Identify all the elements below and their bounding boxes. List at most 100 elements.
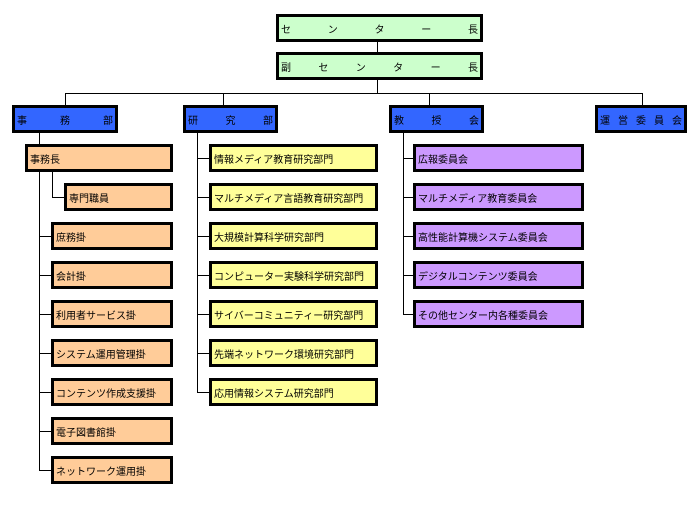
label-char: ン [327, 24, 338, 36]
label-char: 務 [60, 115, 70, 127]
committee-label: 広報委員会 [418, 154, 468, 166]
research-division-label: 研究部 [188, 112, 273, 127]
deputy-director-box: 副センター長 [276, 52, 483, 80]
office-section-box: 電子図書館掛 [51, 417, 173, 445]
connector-line [39, 314, 52, 315]
connector-line [403, 197, 413, 198]
label-char: セ [318, 62, 329, 74]
committee-box: その他センター内各種委員会 [413, 300, 584, 328]
label-char: 長 [468, 24, 478, 36]
office-section-box: コンテンツ作成支援掛 [51, 378, 173, 406]
research-department-box: 大規模計算科学研究部門 [209, 222, 378, 250]
label-char: ン [355, 62, 366, 74]
research-department-box: 情報メディア教育研究部門 [209, 144, 378, 172]
connector-line [403, 132, 404, 314]
connector-line [197, 275, 209, 276]
connector-line [39, 236, 52, 237]
office-division-box: 事務部 [12, 105, 118, 133]
label-char: 営 [618, 115, 628, 127]
office-section-box: ネットワーク運用掛 [51, 456, 173, 484]
label-char: 運 [600, 115, 610, 127]
research-department-label: 情報メディア教育研究部門 [214, 154, 334, 166]
steering-committee-label: 運営委員会 [600, 112, 682, 127]
label-char: 委 [636, 115, 646, 127]
office-specialist-label: 専門職員 [69, 193, 109, 205]
label-char: ー [430, 62, 441, 74]
label-char: ー [421, 24, 432, 36]
connector-line [403, 158, 413, 159]
committee-box: 高性能計算機システム委員会 [413, 222, 584, 250]
committee-box: 広報委員会 [413, 144, 584, 172]
deputy-director-label: 副センター長 [281, 59, 478, 74]
label-char: 研 [188, 115, 198, 127]
research-department-box: コンピューター実験科学研究部門 [209, 261, 378, 289]
committee-label: 高性能計算機システム委員会 [418, 232, 548, 244]
faculty-meeting-label: 教授会 [394, 112, 479, 127]
connector-line [429, 93, 430, 106]
label-char: セ [281, 24, 291, 36]
office-section-box: 庶務掛 [51, 222, 173, 250]
connector-line [197, 158, 209, 159]
office-division-label: 事務部 [17, 112, 113, 127]
research-department-box: 先端ネットワーク環境研究部門 [209, 339, 378, 367]
connector-line [52, 197, 64, 198]
connector-line [39, 353, 52, 354]
office-section-label: 庶務掛 [56, 232, 86, 244]
office-section-label: 会計掛 [56, 271, 86, 283]
label-char: 会 [469, 115, 479, 127]
research-department-box: サイバーコミュニティー研究部門 [209, 300, 378, 328]
connector-line [197, 132, 198, 392]
label-char: 会 [672, 115, 682, 127]
label-char: タ [393, 62, 404, 74]
connector-line [39, 275, 52, 276]
research-department-label: コンピューター実験科学研究部門 [214, 271, 364, 283]
research-department-label: マルチメディア言語教育研究部門 [214, 193, 364, 205]
research-department-label: 応用情報システム研究部門 [214, 388, 334, 400]
connector-line [197, 392, 209, 393]
committee-box: デジタルコンテンツ委員会 [413, 261, 584, 289]
research-department-box: 応用情報システム研究部門 [209, 378, 378, 406]
connector-line [39, 392, 52, 393]
label-char: 究 [225, 115, 236, 127]
connector-line [377, 79, 378, 93]
office-specialist-box: 専門職員 [64, 183, 173, 211]
office-section-label: コンテンツ作成支援掛 [56, 388, 156, 400]
committee-label: デジタルコンテンツ委員会 [418, 271, 538, 283]
center-director-box: センター長 [276, 14, 483, 42]
connector-line [197, 236, 209, 237]
research-department-label: 大規模計算科学研究部門 [214, 232, 324, 244]
connector-line [197, 314, 209, 315]
connector-line [52, 171, 53, 197]
connector-line [197, 353, 209, 354]
center-director-label: センター長 [281, 21, 478, 36]
connector-line [403, 275, 413, 276]
office-section-label: ネットワーク運用掛 [56, 466, 146, 478]
office-head-label: 事務長 [30, 154, 60, 166]
research-division-box: 研究部 [183, 105, 278, 133]
connector-line [377, 41, 378, 53]
committee-box: マルチメディア教育委員会 [413, 183, 584, 211]
connector-line [223, 93, 224, 106]
label-char: 教 [394, 115, 404, 127]
research-department-label: 先端ネットワーク環境研究部門 [214, 349, 354, 361]
label-char: タ [374, 24, 385, 36]
connector-line [403, 236, 413, 237]
steering-committee-box: 運営委員会 [595, 105, 687, 133]
connector-line [39, 431, 52, 432]
connector-line [642, 93, 643, 106]
connector-line [197, 197, 209, 198]
research-department-box: マルチメディア言語教育研究部門 [209, 183, 378, 211]
label-char: 事 [17, 115, 27, 127]
committee-label: その他センター内各種委員会 [418, 310, 548, 322]
label-char: 授 [431, 115, 442, 127]
office-section-box: システム運用管理掛 [51, 339, 173, 367]
office-section-box: 利用者サービス掛 [51, 300, 173, 328]
office-section-label: 利用者サービス掛 [56, 310, 136, 322]
label-char: 員 [654, 115, 664, 127]
committee-label: マルチメディア教育委員会 [418, 193, 538, 205]
connector-line [403, 314, 413, 315]
office-section-box: 会計掛 [51, 261, 173, 289]
faculty-meeting-box: 教授会 [389, 105, 484, 133]
office-section-label: システム運用管理掛 [56, 349, 146, 361]
connector-line [39, 132, 40, 470]
